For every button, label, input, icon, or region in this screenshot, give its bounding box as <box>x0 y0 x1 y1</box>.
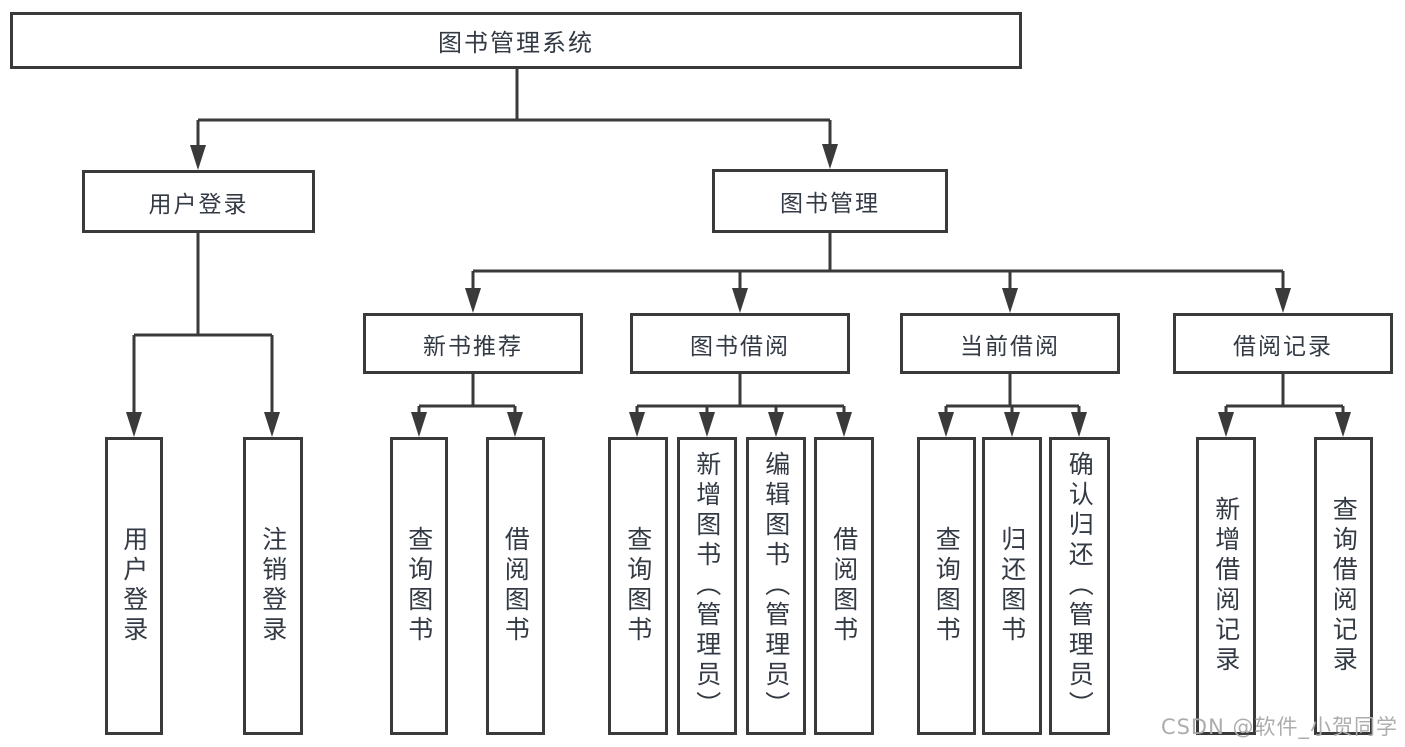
leaf-query-borrow-record: 查询借阅记录 <box>1314 437 1373 735</box>
watermark: CSDN @软件_小贺同学 <box>1160 715 1398 739</box>
leaf-query-books-borrowing: 查询图书 <box>608 437 668 735</box>
leaf-return-books: 归还图书 <box>982 437 1042 735</box>
leaf-add-book-admin: 新增图书（管理员） <box>677 437 737 735</box>
node-book-management: 图书管理 <box>712 169 948 233</box>
node-user-login: 用户登录 <box>82 170 315 233</box>
leaf-add-borrow-record: 新增借阅记录 <box>1196 437 1256 735</box>
leaf-user-login: 用户登录 <box>105 437 163 735</box>
node-new-book-recommendation: 新书推荐 <box>363 313 583 374</box>
leaf-logout: 注销登录 <box>243 437 303 735</box>
leaf-borrow-books-borrowing: 借阅图书 <box>814 437 874 735</box>
leaf-edit-book-admin: 编辑图书（管理员） <box>746 437 806 735</box>
node-book-borrowing: 图书借阅 <box>630 313 850 374</box>
leaf-query-books-current: 查询图书 <box>917 437 976 735</box>
leaf-query-books-recommend: 查询图书 <box>390 437 448 735</box>
leaf-borrow-books-recommend: 借阅图书 <box>486 437 545 735</box>
node-current-borrowing: 当前借阅 <box>900 313 1120 374</box>
leaf-confirm-return-admin: 确认归还（管理员） <box>1049 437 1110 735</box>
node-library-management-system: 图书管理系统 <box>10 12 1022 69</box>
node-borrowing-records: 借阅记录 <box>1173 313 1393 374</box>
